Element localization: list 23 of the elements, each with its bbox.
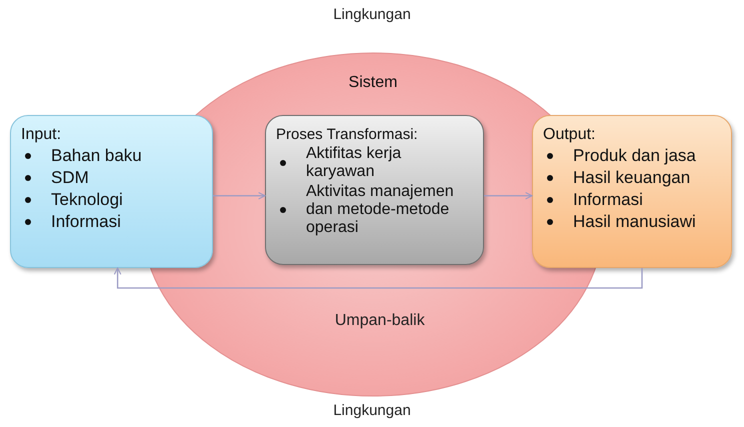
process-box [532,115,732,268]
list-item: Hasil keuangan [573,168,692,188]
system-label: Sistem [348,74,398,92]
list-item: SDM [51,168,90,188]
arrow [114,267,643,289]
environment-label: Lingkungan [333,6,411,23]
list-item: Hasil manusiawi [573,212,697,232]
environment-label: Lingkungan [333,402,411,419]
list-item: Informasi [573,190,644,210]
process-box [265,115,484,265]
arrow [213,192,266,200]
edge-label: Umpan-balik [334,312,425,330]
process-box [10,115,213,268]
arrow [484,192,533,200]
box-heading: Input: [21,126,62,144]
list-item: Bahan baku [51,146,143,166]
list-item: Produk dan jasa [573,146,697,166]
box-heading: Output: [543,126,596,144]
list-item: Aktifitas kerja karyawan [306,145,402,181]
box-heading: Proses Transformasi: [276,126,419,143]
list-item: Informasi [51,212,122,232]
list-item: Teknologi [51,190,124,210]
list-item: Aktivitas manajemen dan metode-metode operasi [306,183,455,237]
